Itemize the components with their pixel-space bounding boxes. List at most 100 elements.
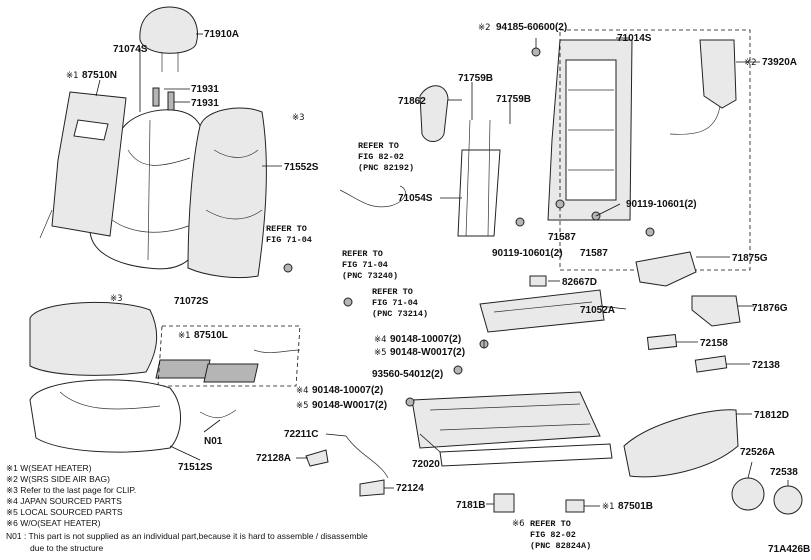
part-label-71054S[interactable]: 71054S — [398, 193, 433, 204]
switch-87501B-illustration — [565, 499, 585, 513]
seatback-pad-illustration — [187, 107, 267, 279]
part-label-87501B[interactable]: 87501B — [618, 501, 653, 512]
svg-text:REFER TO: REFER TO — [530, 519, 571, 529]
harness-82192-illustration — [339, 185, 406, 208]
part-label-72128A[interactable]: 72128A — [256, 453, 291, 464]
cover-72158-illustration — [646, 334, 678, 350]
part-label-82667D[interactable]: 82667D — [562, 277, 597, 288]
part-label-71862[interactable]: 71862 — [398, 96, 426, 107]
part-label-93560-54012[interactable]: 93560-54012(2) — [372, 369, 443, 380]
part-label-72211C[interactable]: 72211C — [284, 429, 318, 440]
diagram-code: 71A426B — [768, 544, 810, 555]
part-label-72020[interactable]: 72020 — [412, 459, 440, 470]
note-symbol-1: ※1 — [66, 71, 79, 81]
part-label-87510L[interactable]: 87510L — [194, 330, 228, 341]
note-symbol-2: ※2 — [478, 23, 491, 33]
reference-73240[interactable]: REFER TO FIG 71-04 (PNC 73240) — [342, 249, 398, 281]
part-label-71875G[interactable]: 71875G — [732, 253, 768, 264]
note-symbol-5: ※5 — [374, 348, 387, 358]
part-label-90148-W0017[interactable]: 90148-W0017(2) — [312, 400, 387, 411]
box-82667D-illustration — [529, 275, 547, 287]
part-label-71074S[interactable]: 71074S — [113, 44, 148, 55]
part-label-72124[interactable]: 72124 — [396, 483, 424, 494]
part-label-N01[interactable]: N01 — [204, 436, 223, 447]
svg-text:(PNC 82192): (PNC 82192) — [358, 163, 414, 173]
svg-text:FIG 82-02: FIG 82-02 — [358, 152, 404, 162]
part-label-71876G[interactable]: 71876G — [752, 303, 788, 314]
legend-line: N01 : This part is not supplied as an in… — [6, 531, 368, 541]
part-label-90119-10601[interactable]: 90119-10601(2) — [626, 199, 697, 210]
note-symbol-5: ※5 — [296, 401, 309, 411]
headrest-guides-illustration — [152, 87, 175, 111]
part-label-90148-10007[interactable]: 90148-10007(2) — [312, 385, 383, 396]
part-label-94185-60600[interactable]: 94185-60600(2) — [496, 22, 567, 33]
clip-symbol-3: ※3 — [110, 294, 123, 304]
part-label-72138[interactable]: 72138 — [752, 360, 780, 371]
note-symbol-6: ※6 — [512, 519, 525, 529]
part-labels: 71910A 71074S ※1 87510N 71931 71931 ※3 7… — [66, 22, 798, 512]
bracket-71875G-illustration — [635, 251, 697, 287]
note-symbol-4: ※4 — [296, 386, 309, 396]
seat-frame-illustration — [411, 391, 613, 467]
note-symbol-1: ※1 — [178, 331, 191, 341]
part-label-71014S[interactable]: 71014S — [617, 33, 652, 44]
svg-text:REFER TO: REFER TO — [372, 287, 413, 297]
recliner-cover-72526A-illustration — [731, 477, 765, 511]
headrest-illustration — [139, 6, 198, 72]
fastener-illustrations — [283, 47, 655, 407]
part-label-73920A[interactable]: 73920A — [762, 57, 797, 68]
part-label-71552S[interactable]: 71552S — [284, 162, 319, 173]
part-label-71587[interactable]: 71587 — [580, 248, 608, 259]
legend-line: ※6 W/O(SEAT HEATER) — [6, 518, 101, 528]
cover-72124-illustration — [359, 479, 385, 497]
lumbar-rail-illustration — [479, 289, 605, 333]
svg-text:REFER TO: REFER TO — [358, 141, 399, 151]
note-symbol-1: ※1 — [602, 502, 615, 512]
part-label-71759B[interactable]: 71759B — [496, 94, 531, 105]
legend-line: ※1 W(SEAT HEATER) — [6, 463, 92, 473]
part-label-71931[interactable]: 71931 — [191, 84, 219, 95]
part-label-71759B[interactable]: 71759B — [458, 73, 493, 84]
part-label-7181B[interactable]: 7181B — [456, 500, 485, 511]
legend-line: ※4 JAPAN SOURCED PARTS — [6, 496, 122, 506]
svg-text:FIG 71-04: FIG 71-04 — [266, 235, 312, 245]
part-label-71910A[interactable]: 71910A — [204, 29, 239, 40]
svg-text:(PNC 73240): (PNC 73240) — [342, 271, 398, 281]
svg-text:(PNC 82824A): (PNC 82824A) — [530, 541, 591, 551]
legend: ※1 W(SEAT HEATER) ※2 W(SRS SIDE AIR BAG)… — [6, 463, 368, 553]
part-label-71512S[interactable]: 71512S — [178, 462, 213, 473]
side-airbag-illustration — [559, 29, 751, 271]
svg-text:FIG 82-02: FIG 82-02 — [530, 530, 576, 540]
part-label-71052A[interactable]: 71052A — [580, 305, 615, 316]
part-label-71072S[interactable]: 71072S — [174, 296, 209, 307]
reference-82192[interactable]: REFER TO FIG 82-02 (PNC 82192) — [358, 141, 414, 173]
part-label-72526A[interactable]: 72526A — [740, 447, 775, 458]
svg-text:FIG 71-04: FIG 71-04 — [342, 260, 388, 270]
legend-line: due to the structure — [30, 543, 104, 553]
side-cover-illustration — [419, 85, 449, 142]
cushion-heater-illustration — [155, 325, 301, 387]
part-label-90148-W0017[interactable]: 90148-W0017(2) — [390, 347, 465, 358]
reference-73214[interactable]: REFER TO FIG 71-04 (PNC 73214) — [372, 287, 428, 319]
part-label-72538[interactable]: 72538 — [770, 467, 798, 478]
part-label-87510N[interactable]: 87510N — [82, 70, 117, 81]
part-label-71931[interactable]: 71931 — [191, 98, 219, 109]
bracket-71876G-illustration — [691, 295, 741, 327]
svg-text:FIG 71-04: FIG 71-04 — [372, 298, 418, 308]
part-label-90119-10601[interactable]: 90119-10601(2) — [492, 248, 563, 259]
reference-82824A[interactable]: ※6 REFER TO FIG 82-02 (PNC 82824A) — [512, 519, 591, 551]
part-label-90148-10007[interactable]: 90148-10007(2) — [390, 334, 461, 345]
part-label-72158[interactable]: 72158 — [700, 338, 728, 349]
cable-72211C-illustration — [345, 435, 389, 479]
clip-symbol-3: ※3 — [292, 113, 305, 123]
part-label-71812D[interactable]: 71812D — [754, 410, 789, 421]
part-label-71587[interactable]: 71587 — [548, 232, 576, 243]
seatback-frame-illustration — [547, 39, 633, 221]
legend-line: ※2 W(SRS SIDE AIR BAG) — [6, 474, 110, 484]
switch-7181B-illustration — [493, 493, 515, 513]
note-symbol-2: ※2 — [744, 58, 757, 68]
reference-fig-71-04[interactable]: REFER TO FIG 71-04 — [266, 224, 312, 245]
leader-lines — [95, 33, 789, 507]
seatback-heater-illustration — [39, 91, 127, 239]
